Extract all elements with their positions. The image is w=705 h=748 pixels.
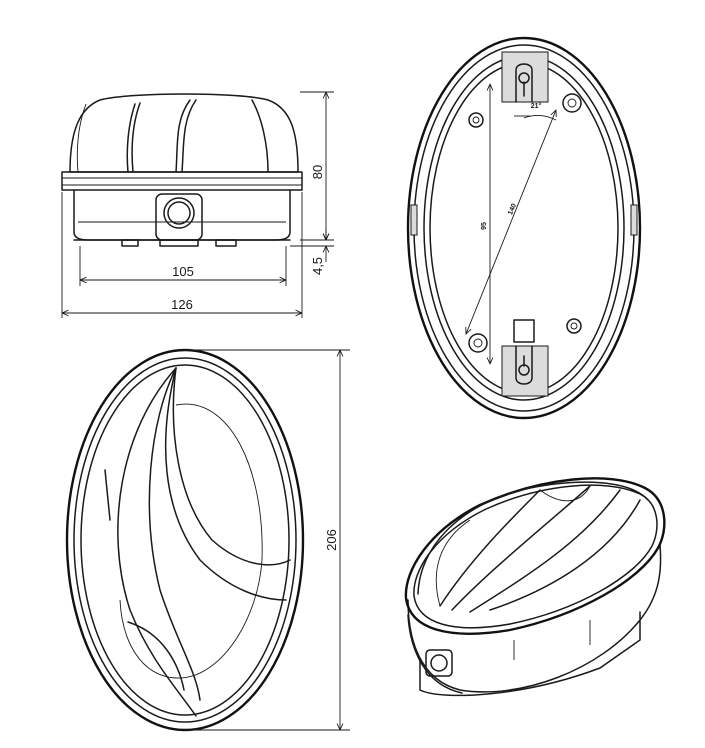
dim-diagonal-label: 140 [507,203,518,217]
perspective-view [404,477,666,697]
dim-angle-label: 21° [531,102,542,110]
dim-inner-width-label: 105 [172,264,194,279]
dim-base-offset-label: 4,5 [310,257,325,275]
bottom-view: 95 140 21° [406,36,642,420]
dim-hole-spacing-label: 95 [481,222,488,230]
dim-outer-width-label: 126 [171,297,193,312]
top-view: 206 [65,348,350,732]
side-view: 80 4,5 105 126 [61,92,334,318]
dim-length-label: 206 [324,529,339,551]
dim-height-label: 80 [310,165,325,179]
